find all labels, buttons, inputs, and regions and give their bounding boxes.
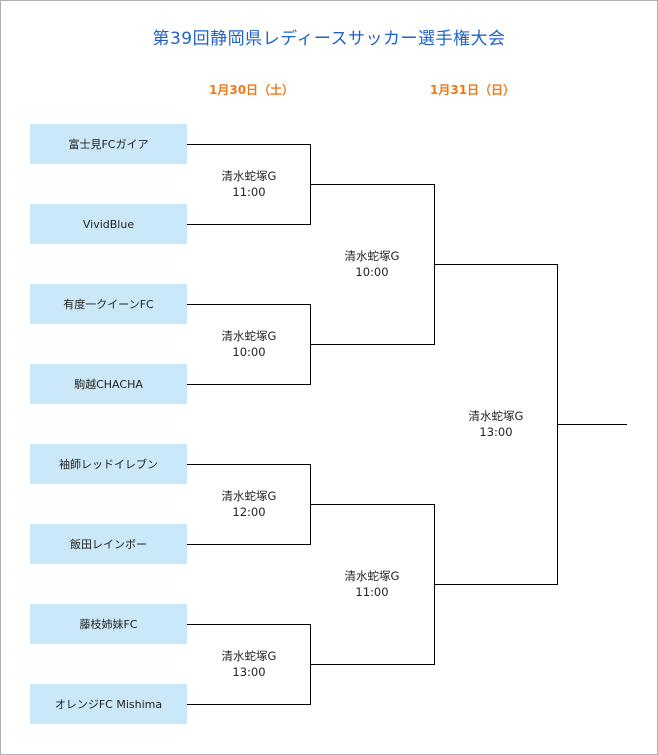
match-label: 清水蛇塚G 13:00 <box>189 648 309 680</box>
match-label: 清水蛇塚G 11:00 <box>312 568 432 600</box>
match-label: 清水蛇塚G 12:00 <box>189 488 309 520</box>
match-time: 13:00 <box>232 665 266 679</box>
match-venue: 清水蛇塚G <box>221 649 277 663</box>
match-time: 12:00 <box>232 505 266 519</box>
match-venue: 清水蛇塚G <box>344 249 400 263</box>
team-box: オレンジFC Mishima <box>30 684 187 724</box>
team-box: 有度一クイーンFC <box>30 284 187 324</box>
match-time: 11:00 <box>355 585 389 599</box>
match-venue: 清水蛇塚G <box>221 169 277 183</box>
match-venue: 清水蛇塚G <box>221 329 277 343</box>
match-label: 清水蛇塚G 10:00 <box>312 248 432 280</box>
match-time: 13:00 <box>479 425 513 439</box>
match-label: 清水蛇塚G 10:00 <box>189 328 309 360</box>
match-venue: 清水蛇塚G <box>344 569 400 583</box>
team-box: 袖師レッドイレブン <box>30 444 187 484</box>
day2-label: 1月31日（日） <box>430 83 516 97</box>
team-box: 藤枝姉妹FC <box>30 604 187 644</box>
match-venue: 清水蛇塚G <box>221 489 277 503</box>
page-title: 第39回静岡県レディースサッカー選手権大会 <box>152 29 506 49</box>
match-label: 清水蛇塚G 11:00 <box>189 168 309 200</box>
team-box: 富士見FCガイア <box>30 124 187 164</box>
final-label: 清水蛇塚G 13:00 <box>436 408 556 440</box>
team-box: VividBlue <box>30 204 187 244</box>
match-venue: 清水蛇塚G <box>468 409 524 423</box>
match-time: 10:00 <box>355 265 389 279</box>
day1-label: 1月30日（土） <box>209 83 295 97</box>
team-box: 駒越CHACHA <box>30 364 187 404</box>
match-time: 10:00 <box>232 345 266 359</box>
match-time: 11:00 <box>232 185 266 199</box>
team-box: 飯田レインボー <box>30 524 187 564</box>
